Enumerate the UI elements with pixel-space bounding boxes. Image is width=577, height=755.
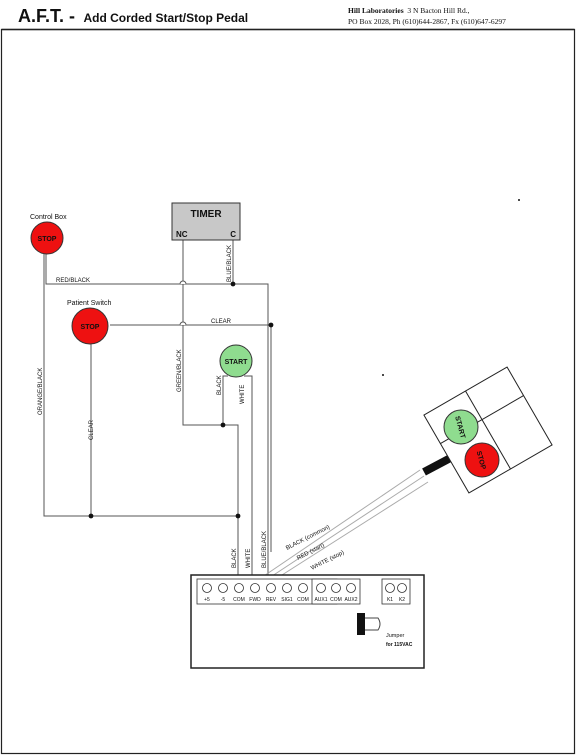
wire-label-blue-black-top: BLUE/BLACK <box>227 245 233 282</box>
stray-dot <box>382 374 384 376</box>
terminal-screw[interactable] <box>298 583 308 593</box>
wire-group <box>43 238 272 582</box>
terminal-screw[interactable] <box>316 583 326 593</box>
terminal-label: K2 <box>399 597 405 603</box>
timer-terminal-c: C <box>230 230 236 239</box>
patient-switch-stop-button[interactable] <box>71 307 109 345</box>
junction-dot <box>88 513 94 519</box>
junction-dot <box>268 322 274 328</box>
wire-red-black <box>45 252 269 552</box>
wire-label-black-bottom: BLACK <box>232 548 238 568</box>
wire-label-black-start: BLACK <box>217 375 223 395</box>
wire-crossing <box>179 280 187 285</box>
pedal-stop-label: STOP <box>475 450 487 470</box>
junction-dots <box>88 281 274 519</box>
terminal-screw[interactable] <box>282 583 292 593</box>
terminal-label: REV <box>266 597 277 603</box>
wire-label-clear-top: CLEAR <box>211 319 232 325</box>
start-button-label: START <box>225 359 249 366</box>
control-box-stop-label: STOP <box>38 236 57 243</box>
wire-label-white-start: WHITE <box>240 385 246 404</box>
junction-dot <box>230 281 236 287</box>
terminal-label: K1 <box>387 597 393 603</box>
pedal-stop-button[interactable] <box>464 442 500 478</box>
cable-wire-stop <box>270 481 429 583</box>
terminal-label: AUX2 <box>344 597 357 603</box>
terminal-screw[interactable] <box>397 583 407 593</box>
wire-label-white-bottom: WHITE <box>246 549 252 568</box>
terminal-screw[interactable] <box>385 583 395 593</box>
terminal-screw[interactable] <box>346 583 356 593</box>
terminal-label: +5 <box>204 597 210 603</box>
terminal-label: -5 <box>221 597 226 603</box>
wire-label-clear-left: CLEAR <box>89 419 95 440</box>
cable-wire-common <box>254 469 421 583</box>
lab-name: Hill Laboratories <box>348 6 404 15</box>
terminal-screw[interactable] <box>250 583 260 593</box>
terminal-label: SIG1 <box>281 597 293 603</box>
jumper-wire <box>365 617 381 631</box>
stray-dot <box>518 199 520 201</box>
terminal-label: COM <box>297 597 309 603</box>
patient-switch-stop-label: STOP <box>81 324 100 331</box>
jumper-label: Jumper <box>386 633 405 639</box>
control-box-stop-button[interactable] <box>30 221 64 255</box>
timer-label: TIMER <box>190 209 222 220</box>
wire-green-black <box>182 238 223 426</box>
wire-labels: RED/BLACK BLUE/BLACK CLEAR GREEN/BLACK B… <box>38 245 345 572</box>
terminal-screw[interactable] <box>202 583 212 593</box>
lab-info: Hill Laboratories 3 N Bacton Hill Rd., P… <box>348 5 506 27</box>
wire-orange-black <box>43 252 238 517</box>
terminal-label: AUX1 <box>314 597 327 603</box>
wire-black-start <box>222 375 239 552</box>
terminal-screw[interactable] <box>234 583 244 593</box>
wire-crossing <box>179 321 187 326</box>
terminal-label: FWD <box>249 597 261 603</box>
pedal-cable <box>254 469 429 583</box>
terminal-screw[interactable] <box>218 583 228 593</box>
wire-label-red-black: RED/BLACK <box>56 278 90 284</box>
pedal-divider <box>465 390 511 470</box>
page-title: A.F.T. - Add Corded Start/Stop Pedal <box>18 6 248 27</box>
terminal-screw[interactable] <box>331 583 341 593</box>
title-prefix: A.F.T. - <box>18 6 75 26</box>
terminal-label: COM <box>330 597 342 603</box>
jumper-icon <box>357 613 365 635</box>
terminal-screw[interactable] <box>266 583 276 593</box>
control-box-label: Control Box <box>30 214 67 221</box>
terminal-label: COM <box>233 597 245 603</box>
timer-box <box>171 202 241 241</box>
cable-label-start: RED (start) <box>296 543 325 562</box>
lab-address-line2: PO Box 2028, Ph (610)644-2867, Fx (610)6… <box>348 17 506 26</box>
junction-dot <box>220 422 226 428</box>
wire-white-start <box>244 375 253 552</box>
jumper-sublabel: for 115VAC <box>386 642 413 648</box>
start-button[interactable] <box>219 344 253 378</box>
cable-wire-start <box>262 475 425 583</box>
wire-label-orange-black: ORANGE/BLACK <box>38 368 44 415</box>
patient-switch-label: Patient Switch <box>67 300 111 307</box>
junction-dot <box>235 513 241 519</box>
wire-crossings <box>179 280 187 326</box>
wire-label-blue-black-bottom: BLUE/BLACK <box>262 531 268 568</box>
timer-terminal-nc: NC <box>176 230 188 239</box>
lab-address-line1: 3 N Bacton Hill Rd., <box>407 6 470 15</box>
title-text: Add Corded Start/Stop Pedal <box>83 11 249 25</box>
pedal-start-button[interactable] <box>443 409 479 445</box>
wire-label-green-black: GREEN/BLACK <box>177 349 183 392</box>
